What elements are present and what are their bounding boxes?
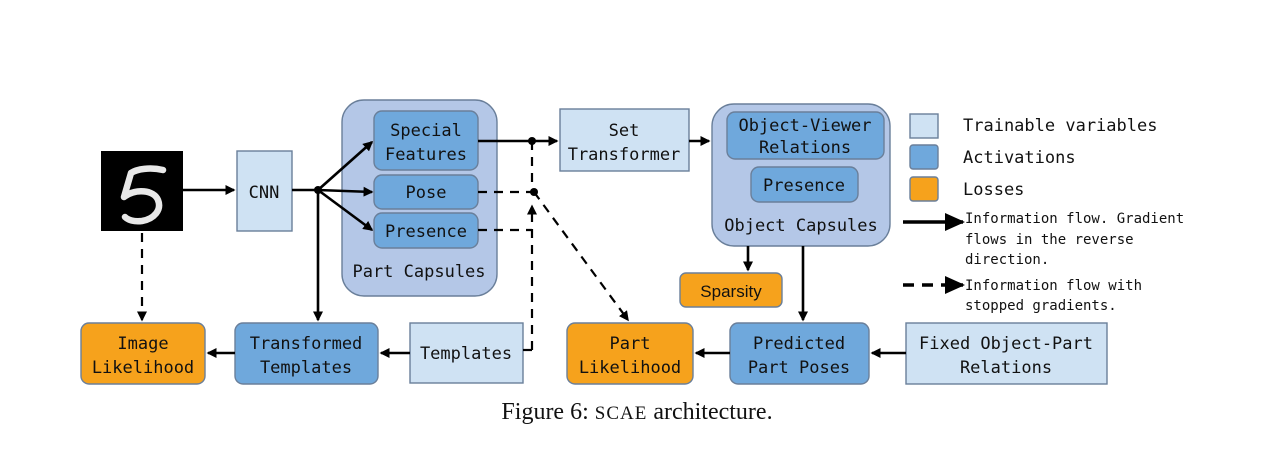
legend-activations-label: Activations [963, 148, 1076, 168]
arrow-to-part-presence [317, 188, 374, 232]
cnn-label: CNN [249, 183, 280, 203]
legend-solid-line3: direction. [965, 252, 1049, 268]
legend-swatch-activations [909, 144, 939, 170]
arrow-to-special-features [317, 141, 374, 191]
sparsity-label: Sparsity [700, 282, 762, 301]
fixed-object-part-relations-label-line1: Fixed Object-Part [919, 334, 1093, 354]
part-capsules-label: Part Capsules [352, 262, 485, 282]
legend-swatch-losses [909, 176, 939, 202]
caption-smallcaps: SCAE [595, 403, 648, 424]
image-likelihood-label-line1: Image [117, 334, 168, 354]
object-viewer-relations-label-line1: Object-Viewer [738, 116, 871, 136]
set-transformer-box: Set Transformer [559, 108, 690, 172]
solid-arrows [183, 136, 906, 358]
figure-caption: Figure 6: SCAE architecture. [501, 399, 772, 425]
dashed-arrow-to-part-likelihood [533, 191, 629, 322]
object-capsules-label: Object Capsules [724, 216, 878, 236]
pose-label: Pose [406, 183, 447, 203]
legend-dashed-line1: Information flow with [965, 278, 1142, 294]
transformed-templates-box: Transformed Templates [234, 322, 379, 385]
special-features-box: Special Features [373, 110, 479, 171]
fixed-object-part-relations-box: Fixed Object-Part Relations [905, 322, 1108, 385]
templates-box: Templates [409, 322, 524, 384]
transformed-templates-label-line2: Templates [260, 358, 352, 378]
pose-box: Pose [373, 174, 479, 210]
legend-losses-label: Losses [963, 180, 1024, 200]
predicted-part-poses-label-line2: Part Poses [748, 358, 850, 378]
digit-five-glyph [120, 165, 167, 225]
templates-label: Templates [420, 344, 512, 364]
sparsity-box: Sparsity [679, 272, 783, 308]
image-likelihood-box: Image Likelihood [80, 322, 206, 385]
object-presence-box: Presence [750, 166, 859, 203]
caption-prefix: Figure 6: [501, 399, 594, 425]
image-likelihood-label-line2: Likelihood [92, 358, 194, 378]
part-presence-box: Presence [373, 212, 479, 249]
legend-trainable-label: Trainable variables [963, 116, 1157, 136]
part-likelihood-label-line2: Likelihood [579, 358, 681, 378]
set-transformer-label-line1: Set [609, 121, 640, 141]
legend-solid-line2: flows in the reverse [965, 232, 1134, 248]
part-presence-label: Presence [385, 222, 467, 242]
special-features-label-line2: Features [385, 145, 467, 165]
legend: Trainable variables Activations Losses I… [903, 113, 1184, 314]
object-viewer-relations-label-line2: Relations [759, 138, 851, 158]
part-likelihood-box: Part Likelihood [566, 322, 694, 385]
dashed-arrows [137, 141, 629, 352]
legend-swatch-trainable [909, 113, 939, 139]
input-image [101, 151, 183, 231]
legend-solid-line1: Information flow. Gradient [965, 211, 1184, 227]
predicted-part-poses-label-line1: Predicted [753, 334, 845, 354]
object-viewer-relations-box: Object-Viewer Relations [726, 111, 885, 160]
arrow-to-pose [317, 186, 374, 197]
special-features-label-line1: Special [390, 121, 462, 141]
transformed-templates-label-line1: Transformed [250, 334, 363, 354]
legend-dashed-line2: stopped gradients. [965, 298, 1117, 314]
part-likelihood-label-line1: Part [610, 334, 651, 354]
set-transformer-label-line2: Transformer [568, 145, 681, 165]
cnn-box: CNN [236, 150, 293, 232]
fixed-object-part-relations-label-line2: Relations [960, 358, 1052, 378]
caption-suffix: architecture. [647, 399, 772, 425]
predicted-part-poses-box: Predicted Part Poses [729, 322, 870, 385]
object-presence-label: Presence [763, 176, 845, 196]
